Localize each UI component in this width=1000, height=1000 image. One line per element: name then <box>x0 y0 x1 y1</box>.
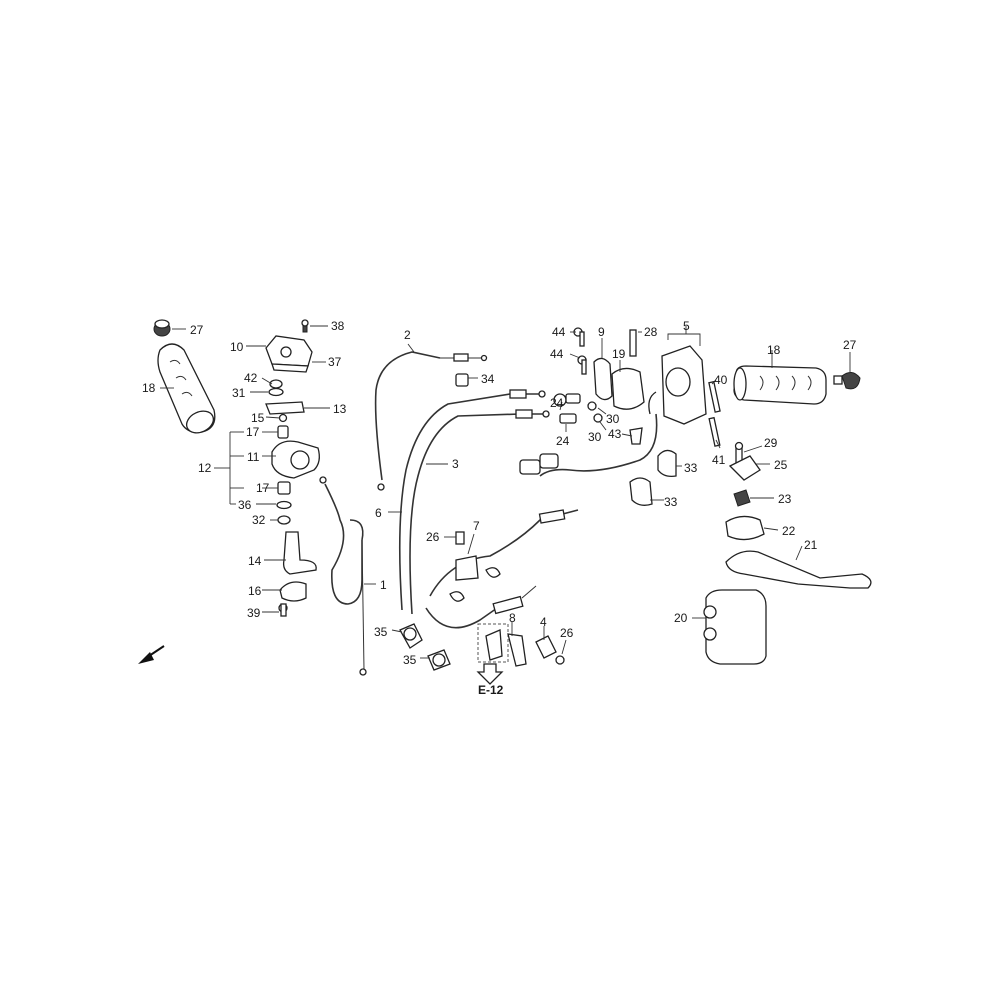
front-arrow-icon <box>138 645 165 664</box>
callout-36: 36 <box>238 498 252 512</box>
callout-19: 19 <box>612 347 626 361</box>
cables-3-6 <box>398 389 579 629</box>
right-grip-assembly <box>733 365 861 405</box>
left-control-assembly <box>265 319 320 617</box>
callout-35b: 35 <box>403 653 417 667</box>
callout-30a: 30 <box>606 412 620 426</box>
callout-40: 40 <box>714 373 728 387</box>
callout-28: 28 <box>644 325 658 339</box>
callout-22: 22 <box>782 524 796 538</box>
callout-13: 13 <box>333 402 347 416</box>
callout-26a: 26 <box>426 530 440 544</box>
leader-lines <box>160 325 851 659</box>
callout-16: 16 <box>248 584 262 598</box>
callout-34: 34 <box>481 372 495 386</box>
right-switch-assembly <box>519 327 721 506</box>
callout-44a: 44 <box>552 325 566 339</box>
callout-33b: 33 <box>664 495 678 509</box>
callout-26b: 26 <box>560 626 574 640</box>
callout-10: 10 <box>230 340 244 354</box>
lever-assembly <box>703 441 872 665</box>
callout-39: 39 <box>247 606 261 620</box>
callout-labels: 1 2 3 4 5 6 7 8 9 10 11 12 13 14 15 16 1… <box>142 319 857 697</box>
callout-32: 32 <box>252 513 266 527</box>
callout-20: 20 <box>674 611 688 625</box>
callout-17b: 17 <box>256 481 270 495</box>
callout-11: 11 <box>247 450 260 464</box>
callout-35a: 35 <box>374 625 388 639</box>
callout-43: 43 <box>608 427 622 441</box>
callout-29: 29 <box>764 436 778 450</box>
callout-2: 2 <box>404 328 411 342</box>
callout-1: 1 <box>380 578 387 592</box>
callout-24b: 24 <box>556 434 570 448</box>
callout-41: 41 <box>712 453 726 467</box>
callout-5: 5 <box>683 319 690 333</box>
callout-21: 21 <box>804 538 818 552</box>
callout-27-left: 27 <box>190 323 204 337</box>
callout-8: 8 <box>509 611 516 625</box>
callout-4: 4 <box>540 615 547 629</box>
callout-9: 9 <box>598 325 605 339</box>
callout-15: 15 <box>251 411 265 425</box>
reference-e12: E-12 <box>478 683 504 697</box>
callout-31: 31 <box>232 386 246 400</box>
callout-33a: 33 <box>684 461 698 475</box>
callout-12: 12 <box>198 461 212 475</box>
callout-23: 23 <box>778 492 792 506</box>
cable-1 <box>319 476 367 676</box>
callout-30b: 30 <box>588 430 602 444</box>
callout-7: 7 <box>473 519 480 533</box>
callout-44b: 44 <box>550 347 564 361</box>
callout-6: 6 <box>375 506 382 520</box>
callout-14: 14 <box>248 554 262 568</box>
callout-24a: 24 <box>550 396 564 410</box>
callout-25: 25 <box>774 458 788 472</box>
callout-18-left: 18 <box>142 381 156 395</box>
callout-37: 37 <box>328 355 342 369</box>
callout-27-right: 27 <box>843 338 857 352</box>
small-parts-center <box>399 373 565 685</box>
callout-17a: 17 <box>246 425 260 439</box>
callout-18-right: 18 <box>767 343 781 357</box>
cable-2 <box>374 351 488 491</box>
callout-3: 3 <box>452 457 459 471</box>
callout-42: 42 <box>244 371 258 385</box>
left-grip-assembly <box>153 319 216 434</box>
callout-38: 38 <box>331 319 345 333</box>
